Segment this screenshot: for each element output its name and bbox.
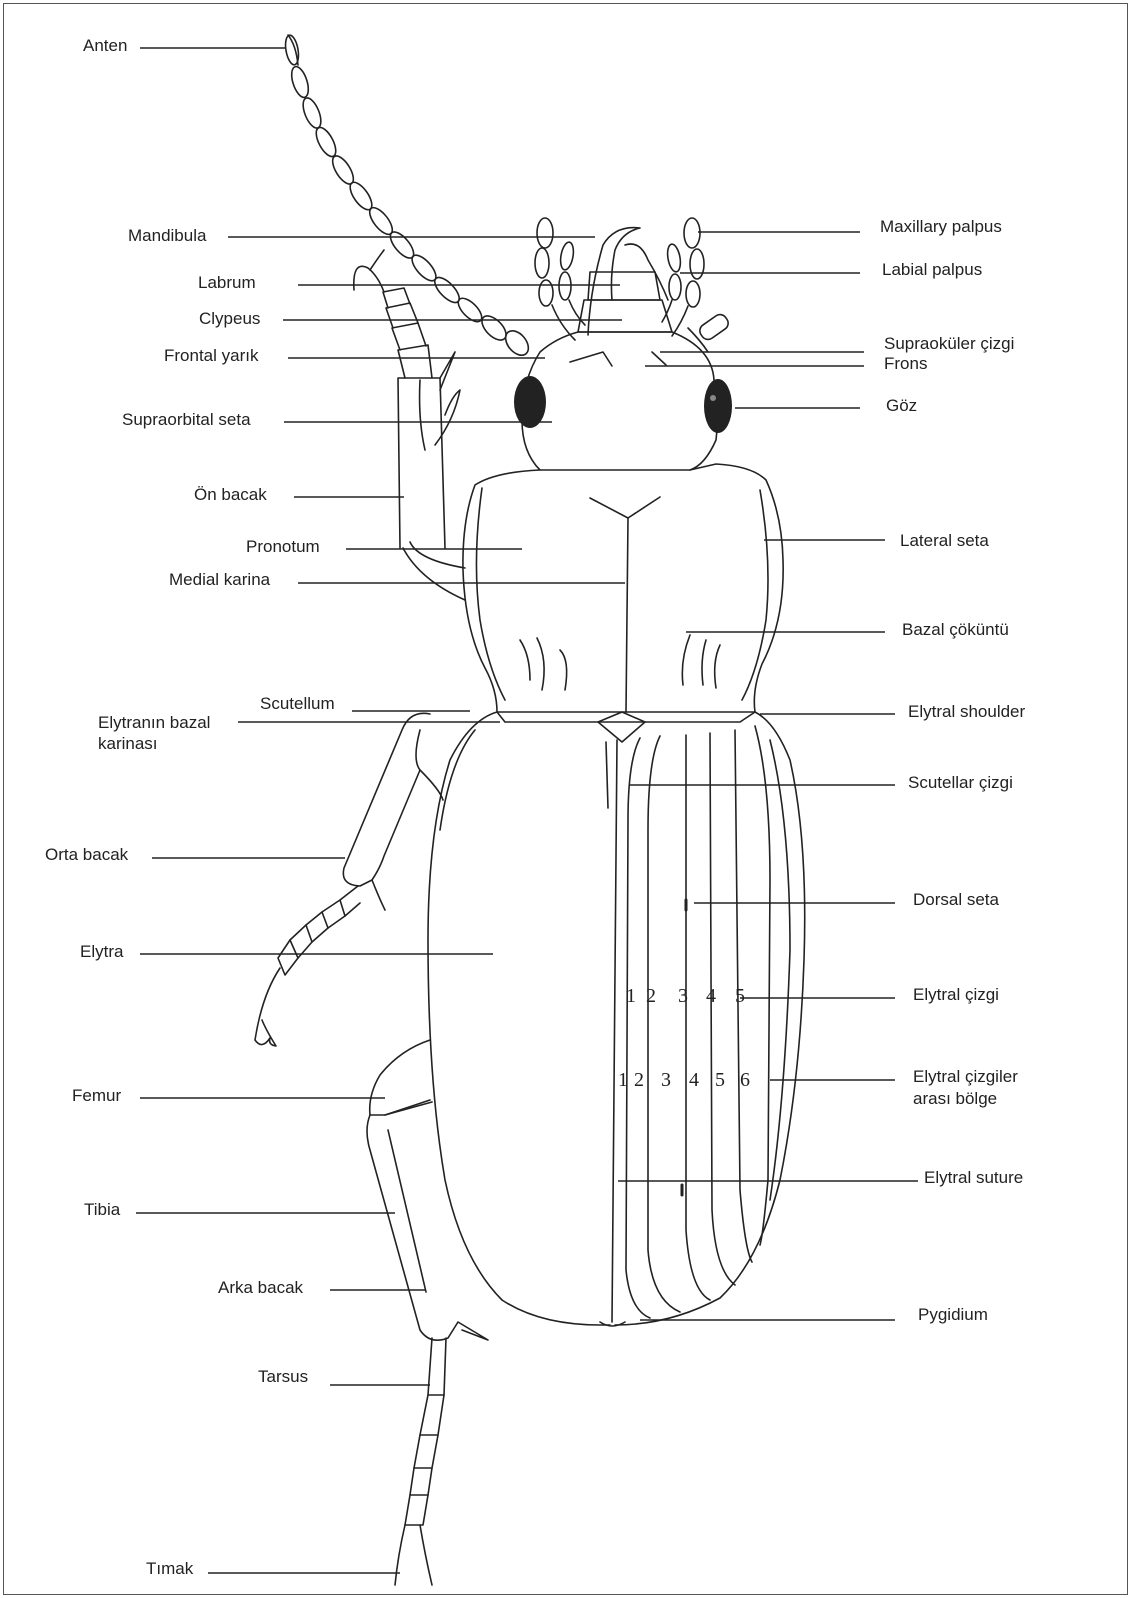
label-pronotum: Pronotum bbox=[246, 537, 320, 556]
antenna-right bbox=[688, 312, 731, 352]
label-tarsus: Tarsus bbox=[258, 1367, 308, 1386]
label-on-bacak: Ön bacak bbox=[194, 485, 267, 504]
stria-number: 2 bbox=[646, 985, 656, 1007]
head bbox=[514, 332, 732, 470]
label-goz: Göz bbox=[886, 396, 917, 415]
label-elytral-suture: Elytral suture bbox=[924, 1168, 1023, 1187]
label-scutellar-cizgi: Scutellar çizgi bbox=[908, 773, 1013, 792]
label-bazal-cokuntu: Bazal çöküntü bbox=[902, 620, 1009, 639]
label-elytral-cizgiler-1: Elytral çizgiler bbox=[913, 1067, 1018, 1086]
stria-number: 1 bbox=[626, 985, 636, 1007]
interval-number: 2 bbox=[634, 1069, 644, 1091]
interval-number: 4 bbox=[689, 1069, 699, 1091]
label-tirnak: Tımak bbox=[146, 1559, 194, 1578]
label-clypeus: Clypeus bbox=[199, 309, 260, 328]
label-femur: Femur bbox=[72, 1086, 121, 1105]
label-lateral-seta: Lateral seta bbox=[900, 531, 989, 550]
label-dorsal-seta: Dorsal seta bbox=[913, 890, 1000, 909]
stria-number: 3 bbox=[678, 985, 688, 1007]
label-labrum: Labrum bbox=[198, 273, 256, 292]
eye-left bbox=[514, 376, 546, 428]
label-scutellum: Scutellum bbox=[260, 694, 335, 713]
stria-number: 5 bbox=[735, 985, 745, 1007]
label-elytra-bazal-2: karinası bbox=[98, 734, 158, 753]
antenna bbox=[283, 34, 532, 359]
label-mandibula: Mandibula bbox=[128, 226, 207, 245]
label-maxillary-palpus: Maxillary palpus bbox=[880, 217, 1002, 236]
label-frontal-yarik: Frontal yarık bbox=[164, 346, 259, 365]
label-tibia: Tibia bbox=[84, 1200, 121, 1219]
stria-number: 4 bbox=[706, 985, 716, 1007]
label-labial-palpus: Labial palpus bbox=[882, 260, 982, 279]
label-elytra-bazal-1: Elytranın bazal bbox=[98, 713, 210, 732]
label-orta-bacak: Orta bacak bbox=[45, 845, 129, 864]
elytra bbox=[428, 712, 805, 1325]
beetle-illustration bbox=[255, 34, 805, 1585]
interval-number: 5 bbox=[715, 1069, 725, 1091]
label-supraokuler-cizgi: Supraoküler çizgi bbox=[884, 334, 1014, 353]
label-arka-bacak: Arka bacak bbox=[218, 1278, 304, 1297]
interval-number: 3 bbox=[661, 1069, 671, 1091]
front-leg bbox=[354, 250, 465, 600]
pronotum bbox=[463, 464, 783, 712]
label-medial-karina: Medial karina bbox=[169, 570, 271, 589]
hind-leg bbox=[367, 1040, 488, 1585]
label-supraorbital-seta: Supraorbital seta bbox=[122, 410, 251, 429]
label-pygidium: Pygidium bbox=[918, 1305, 988, 1324]
labels-left: Anten Mandibula Labrum Clypeus Frontal y… bbox=[45, 36, 335, 1578]
interval-number: 6 bbox=[740, 1069, 750, 1091]
interval-numbers: 1 2 3 4 5 6 bbox=[618, 1069, 750, 1091]
label-elytral-shoulder: Elytral shoulder bbox=[908, 702, 1026, 721]
label-elytral-cizgi: Elytral çizgi bbox=[913, 985, 999, 1004]
stria-numbers: 1 2 3 4 5 bbox=[626, 985, 745, 1007]
interval-number: 1 bbox=[618, 1069, 628, 1091]
label-anten: Anten bbox=[83, 36, 127, 55]
eye-right bbox=[704, 379, 732, 433]
label-frons: Frons bbox=[884, 354, 927, 373]
labels-right: Maxillary palpus Labial palpus Supraokül… bbox=[880, 217, 1026, 1324]
label-elytral-cizgiler-2: arası bölge bbox=[913, 1089, 997, 1108]
middle-leg bbox=[255, 713, 443, 1046]
label-elytra: Elytra bbox=[80, 942, 124, 961]
